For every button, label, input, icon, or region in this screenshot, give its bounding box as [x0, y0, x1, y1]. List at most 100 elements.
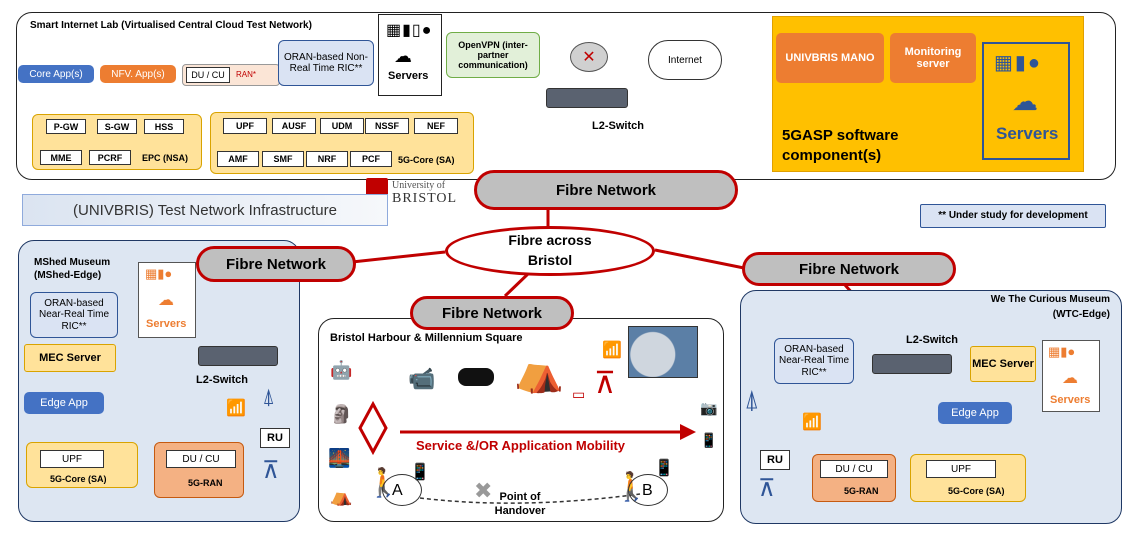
infra-title-box: (UNIVBRIS) Test Network Infrastructure [22, 194, 388, 226]
core-upf[interactable]: UPF [223, 118, 267, 134]
fivegasp-label: 5GASP software component(s) [782, 127, 899, 164]
wtc-dashboard-icon: ▦▮● [1048, 344, 1076, 359]
harbour-photo [628, 326, 698, 378]
fivegasp-servers-label: Servers [996, 124, 1059, 143]
core-smf[interactable]: SMF [262, 151, 304, 167]
internet-cloud[interactable]: Internet [648, 40, 722, 80]
wtc-wifi-icon: 📶 [802, 414, 822, 431]
infra-title: (UNIVBRIS) Test Network Infrastructure [73, 201, 337, 219]
wtc-servers-box[interactable] [1042, 340, 1100, 412]
epc-pcrf[interactable]: PCRF [89, 150, 131, 165]
mobility-label: Service &/OR Application Mobility [416, 438, 625, 453]
core-nssf[interactable]: NSSF [365, 118, 409, 134]
mshed-oran-ric[interactable]: ORAN-based Near-Real Time RIC** [30, 292, 118, 338]
fivegasp-dashboard-icon: ▦▮● [994, 52, 1042, 74]
univbris-mano-button[interactable]: UNIVBRIS MANO [776, 33, 884, 83]
university-line2: BRISTOL [392, 191, 458, 206]
mshed-servers-label: Servers [146, 318, 187, 330]
mshed-l2-switch[interactable] [198, 346, 278, 366]
harbour-statue-icon: 🗿 [330, 404, 353, 424]
mshed-antenna-icon: ⍋ [262, 384, 276, 409]
harbour-tower-icon: ⊼ [594, 367, 616, 400]
fibre-network-harbour[interactable]: Fibre Network [410, 296, 574, 330]
handover-label: Point of Handover [494, 491, 546, 518]
phone-a-icon: 📱 [410, 464, 430, 481]
epc-pgw[interactable]: P-GW [46, 119, 86, 134]
fibre-network-mshed[interactable]: Fibre Network [196, 246, 356, 282]
big-tent-icon: ⛺ [514, 350, 564, 394]
top-l2-switch[interactable] [546, 88, 628, 108]
core-apps-button[interactable]: Core App(s) [18, 65, 94, 83]
router-icon: ✕ [570, 42, 608, 72]
wtc-ran-label: 5G-RAN [844, 486, 879, 496]
wtc-cloud-icon: ☁ [1062, 370, 1078, 387]
fibre-across-label: Fibre across Bristol [508, 232, 592, 268]
under-study-note: ** Under study for development [920, 204, 1106, 228]
epc-hss[interactable]: HSS [144, 119, 184, 134]
cctv-icon: 📹 [408, 366, 436, 391]
user-b-circle[interactable] [628, 474, 668, 506]
monitoring-server-button[interactable]: Monitoring server [890, 33, 976, 83]
core-pcf[interactable]: PCF [350, 151, 392, 167]
mshed-dashboard-icon: ▦▮● [145, 266, 173, 281]
wtc-l2-switch-label: L2-Switch [906, 334, 958, 346]
oran-nonrt-ric-box[interactable]: ORAN-based Non-Real Time RIC** [278, 40, 374, 86]
wtc-upf[interactable]: UPF [926, 460, 996, 478]
fivegasp-cloud-icon: ☁ [1012, 86, 1038, 116]
university-line1: University of [392, 180, 446, 191]
harbour-bridge-icon: 🌉 [328, 448, 351, 468]
mshed-upf[interactable]: UPF [40, 450, 104, 468]
wtc-tower-icon: ⊼ [758, 475, 776, 502]
mshed-mec-server[interactable]: MEC Server [24, 344, 116, 372]
fivegasp-servers-box[interactable] [982, 42, 1070, 160]
epc-mme[interactable]: MME [40, 150, 82, 165]
du-cu-box[interactable]: DU / CU [186, 67, 230, 83]
harbour-title: Bristol Harbour & Millennium Square [330, 332, 523, 344]
wtc-servers-label: Servers [1050, 394, 1091, 406]
top-servers-box[interactable] [378, 14, 442, 96]
wtc-mec-server[interactable]: MEC Server [970, 346, 1036, 382]
mshed-servers-box[interactable] [138, 262, 196, 338]
core-ausf[interactable]: AUSF [272, 118, 316, 134]
side-phone-icon: 📱 [700, 432, 718, 448]
mshed-ran-label: 5G-RAN [188, 478, 223, 488]
core-udm[interactable]: UDM [320, 118, 364, 134]
mshed-wifi-icon: 📶 [226, 400, 246, 417]
core-nrf[interactable]: NRF [306, 151, 348, 167]
dashboard-icon: ▦▮▯● [386, 22, 433, 39]
side-camera-icon: 📷 [700, 400, 718, 416]
top-l2-switch-label: L2-Switch [592, 120, 644, 132]
vr-headset-icon [458, 368, 494, 386]
wtc-oran-ric[interactable]: ORAN-based Near-Real Time RIC** [774, 338, 854, 384]
user-a-circle[interactable] [382, 474, 422, 506]
core-nef[interactable]: NEF [414, 118, 458, 134]
internet-label: Internet [668, 54, 702, 66]
user-a-label: A [392, 482, 403, 499]
epc-sgw[interactable]: S-GW [97, 119, 137, 134]
core-amf[interactable]: AMF [217, 151, 259, 167]
wtc-title: We The Curious Museum (WTC-Edge) [990, 294, 1110, 320]
wtc-antenna-icon: ⍋ [744, 384, 760, 414]
mshed-cloud-icon: ☁ [158, 292, 174, 309]
ran-label: RAN* [236, 70, 257, 79]
user-b-label: B [642, 482, 653, 499]
nfv-apps-button[interactable]: NFV. App(s) [100, 65, 176, 83]
phone-b-icon: 📱 [654, 460, 674, 477]
wtc-edge-app[interactable]: Edge App [938, 402, 1012, 424]
openvpn-box[interactable]: OpenVPN (inter-partner communication) [446, 32, 540, 78]
harbour-wifi-icon: 📶 [602, 342, 622, 359]
fibre-across-bristol[interactable]: Fibre across Bristol [445, 226, 655, 276]
mshed-title: MShed Museum (MShed-Edge) [34, 257, 111, 281]
handover-x-icon: ✖ [474, 478, 493, 503]
cloud-server-icon: ☁ [394, 46, 412, 66]
mshed-du-cu[interactable]: DU / CU [166, 450, 236, 468]
fibre-network-wtc[interactable]: Fibre Network [742, 252, 956, 286]
mshed-edge-app[interactable]: Edge App [24, 392, 104, 414]
mshed-core-label: 5G-Core (SA) [50, 474, 107, 484]
wtc-l2-switch[interactable] [872, 354, 952, 374]
fibre-network-central[interactable]: Fibre Network [474, 170, 738, 210]
wtc-du-cu[interactable]: DU / CU [820, 460, 888, 478]
wtc-ru-box[interactable]: RU [760, 450, 790, 470]
mshed-ru-box[interactable]: RU [260, 428, 290, 448]
